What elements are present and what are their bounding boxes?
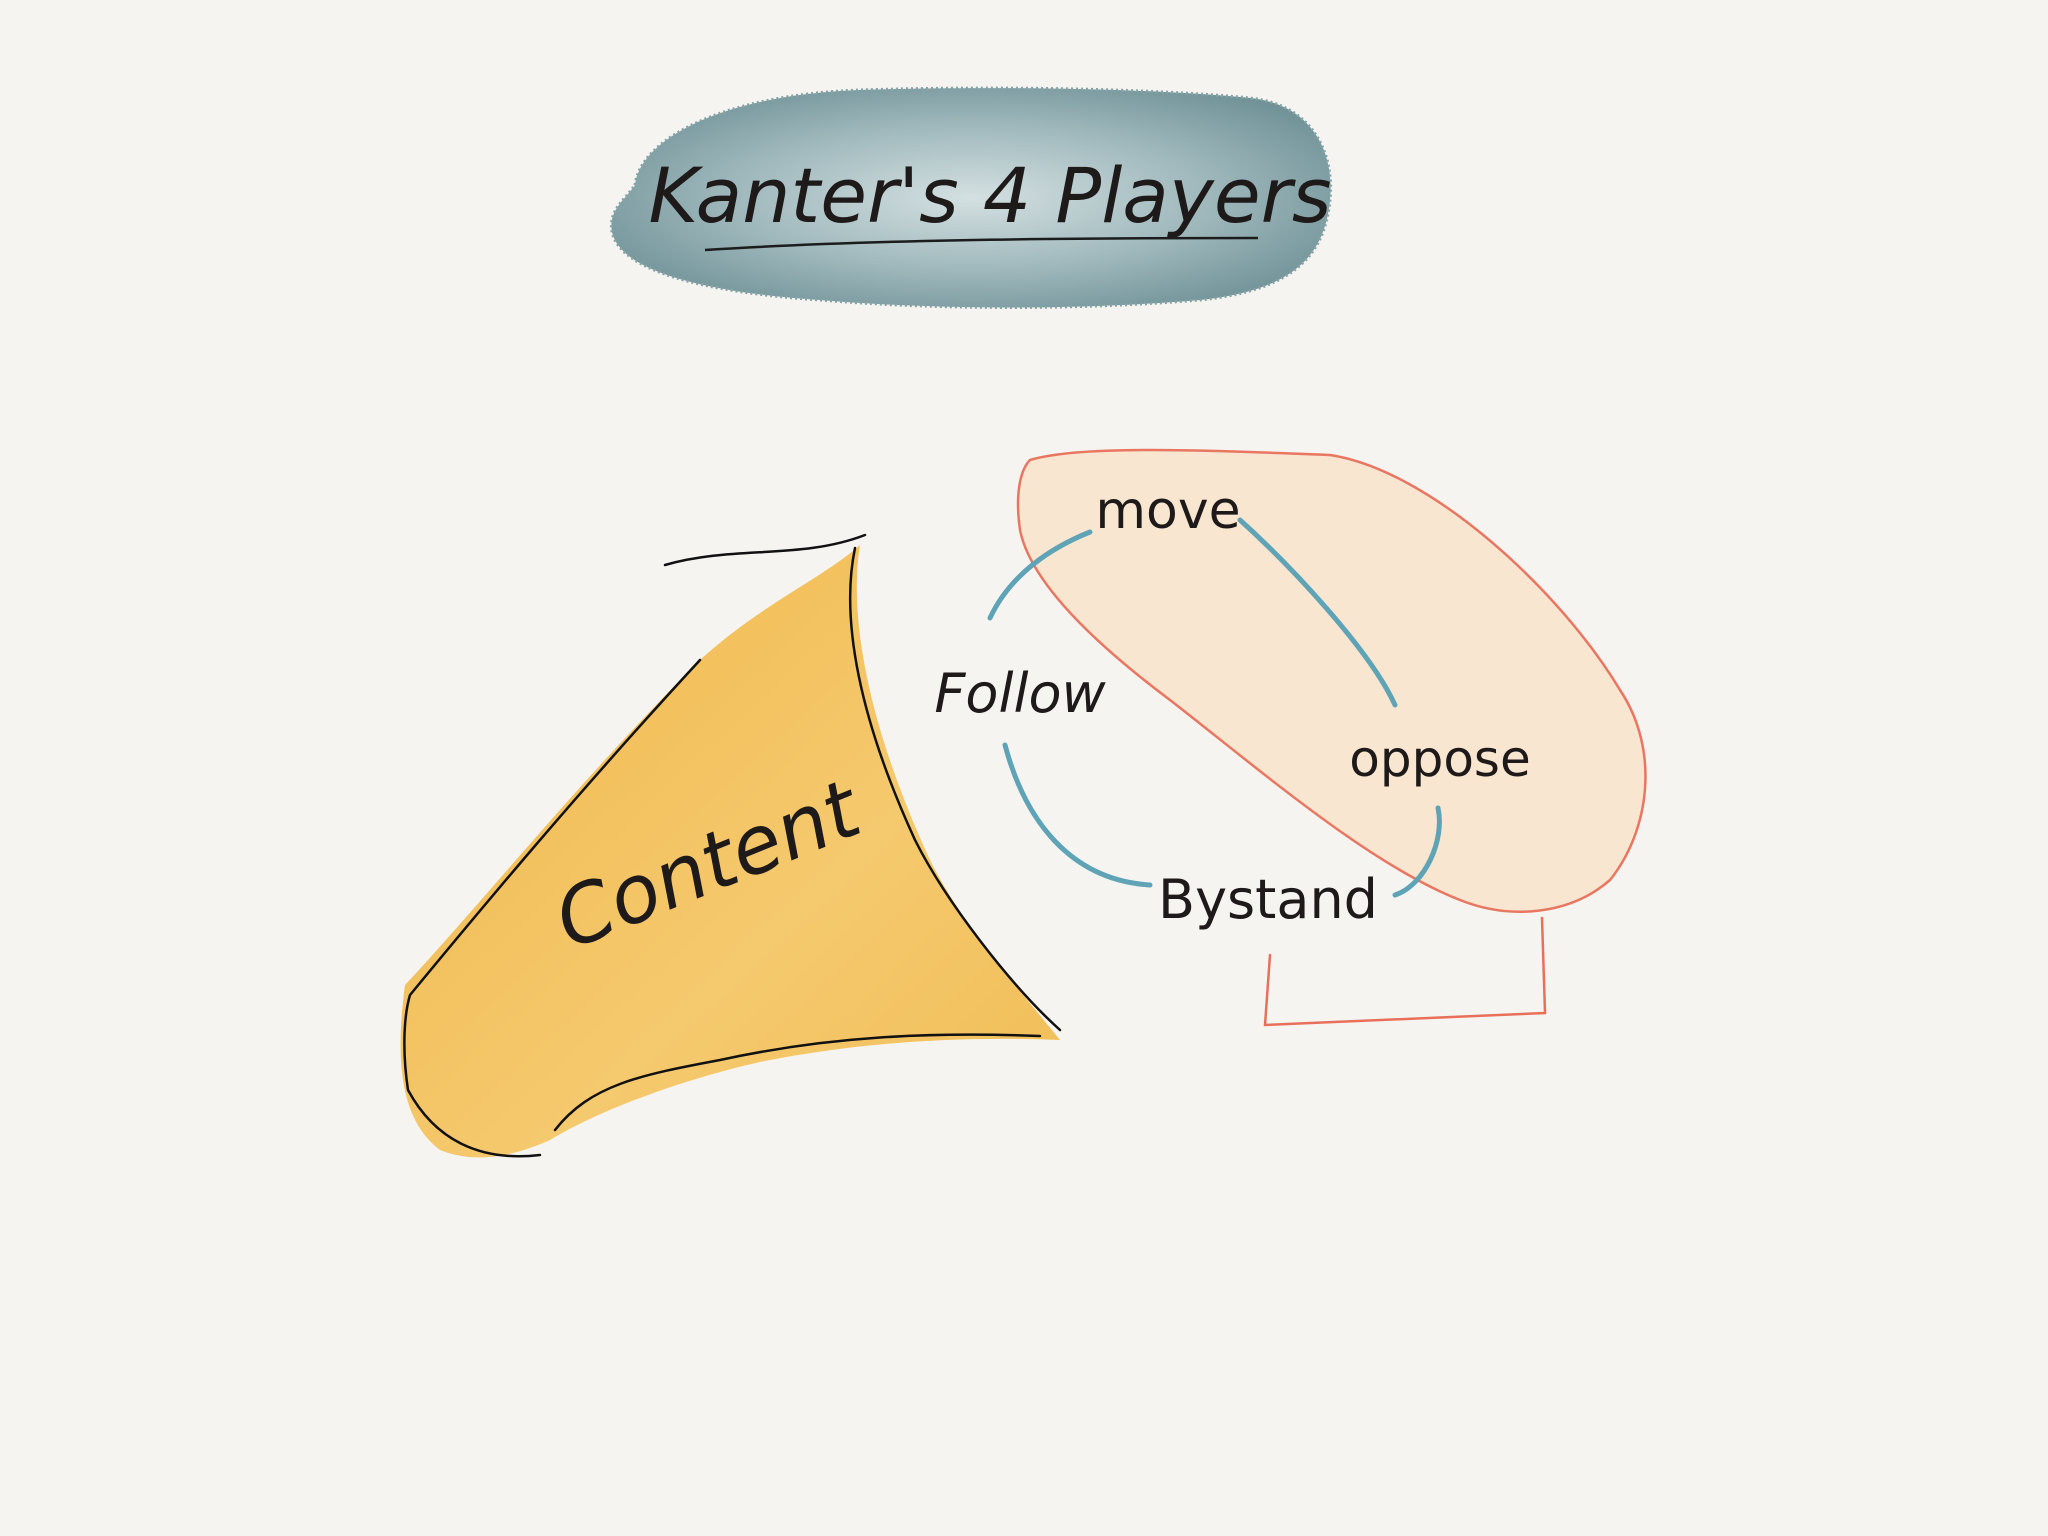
cycle-arrows	[987, 517, 1442, 898]
arrow-follow-to-move	[987, 529, 1093, 621]
arrow-oppose-to-bystand	[1392, 805, 1442, 898]
title-blob	[609, 86, 1333, 309]
content-shape	[400, 545, 1060, 1158]
arrow-bystand-to-follow	[1002, 742, 1153, 888]
player-bystand: Bystand	[1158, 868, 1378, 931]
title-underline	[704, 236, 1259, 252]
highlight-region	[1016, 448, 1647, 913]
player-oppose: oppose	[1349, 730, 1530, 788]
page-title: Kanter's 4 Players	[649, 151, 1332, 240]
player-follow: Follow	[934, 662, 1106, 725]
highlight-bracket	[1263, 916, 1547, 1027]
content-outline	[403, 533, 1062, 1158]
player-move: move	[1095, 481, 1240, 541]
arrow-move-to-oppose	[1237, 517, 1398, 708]
